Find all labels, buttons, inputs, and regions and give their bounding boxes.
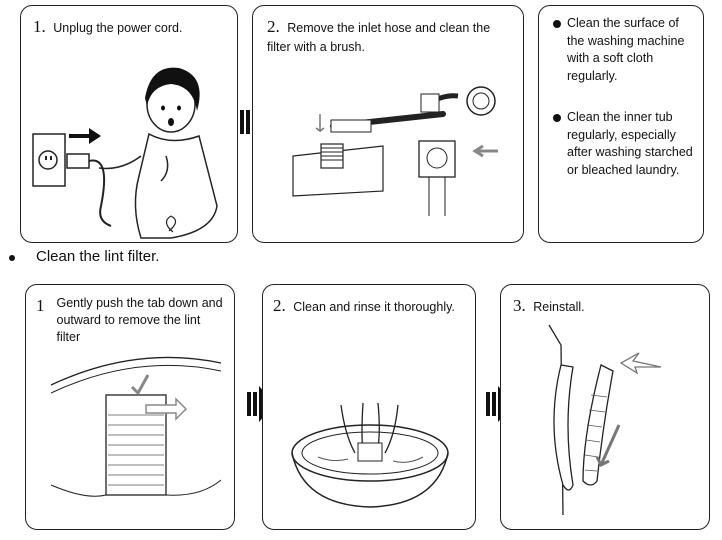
step-number: 2. [273,296,286,315]
panel-remove-filter: 1 Gently push the tab down and outward t… [25,284,235,530]
step-number: 1. [33,17,46,36]
inlet-filter-illustration [292,86,498,216]
step-remove-filter: 1 Gently push the tab down and outward t… [36,295,226,346]
step-reinstall: 3. Reinstall. [513,295,585,318]
bullet-icon [9,255,15,261]
reinstall-illustration [548,324,662,516]
panel-rinse-filter: 2. Clean and rinse it thoroughly. [262,284,476,530]
bullet-icon [553,20,561,28]
panel-unplug: 1. Unplug the power cord. [20,5,238,243]
unplug-illustration [32,67,218,239]
tip-inner-tub: Clean the inner tub regularly, especiall… [567,110,693,177]
step-text: Gently push the tab down and outward to … [56,296,223,344]
panel-cleaning-tips: Clean the surface of the washing machine… [538,5,704,243]
step-number: 2. [267,17,280,36]
step-inlet-filter: 2. Remove the inlet hose and clean the f… [267,16,512,56]
panel-inlet-filter: 2. Remove the inlet hose and clean the f… [252,5,524,243]
remove-filter-illustration [50,356,222,497]
step-text: Unplug the power cord. [53,21,183,35]
step-text: Clean and rinse it thoroughly. [293,300,455,314]
step-rinse-filter: 2. Clean and rinse it thoroughly. [273,295,473,318]
bullet-icon [553,114,561,122]
tip-surface: Clean the surface of the washing machine… [567,16,685,83]
step-unplug: 1. Unplug the power cord. [33,16,182,39]
step-number: 1 [36,296,45,315]
step-number: 3. [513,296,526,315]
panel-reinstall-filter: 3. Reinstall. [500,284,710,530]
step-text: Reinstall. [533,300,585,314]
rinse-bowl-illustration [291,402,449,508]
section-title: Clean the lint filter. [36,248,160,265]
step-text: Remove the inlet hose and clean the filt… [267,21,491,54]
